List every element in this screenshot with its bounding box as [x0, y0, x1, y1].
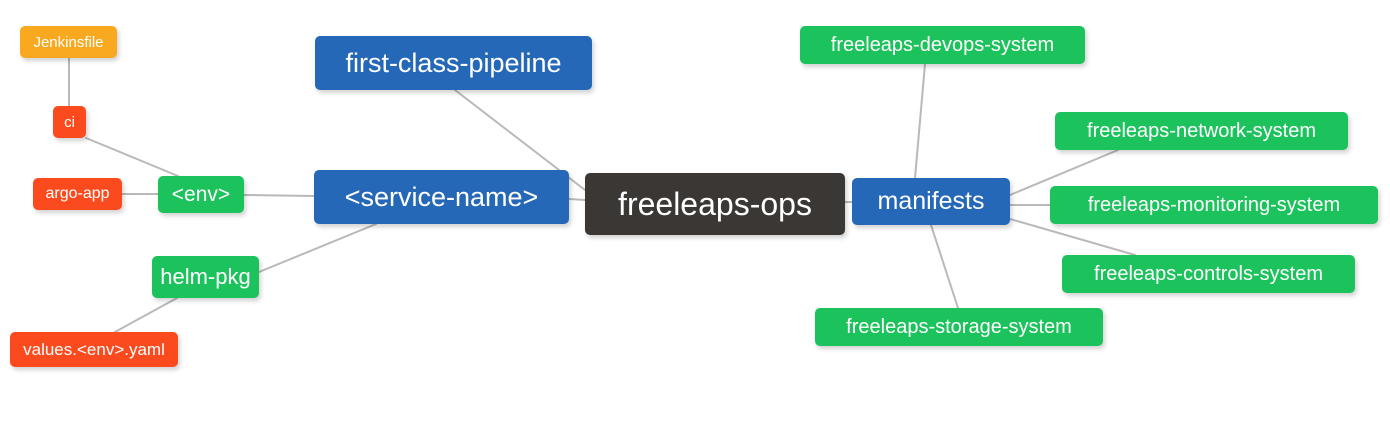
- mindmap-node-argo-app[interactable]: argo-app: [33, 178, 122, 210]
- mindmap-node-label: argo-app: [45, 185, 110, 202]
- mindmap-node-label: Jenkinsfile: [33, 33, 104, 51]
- mindmap-node-label: freeleaps-controls-system: [1094, 263, 1323, 285]
- mindmap-node-manifests[interactable]: manifests: [852, 178, 1010, 225]
- mindmap-node-label: <env>: [171, 183, 231, 206]
- mindmap-node-values-env-yaml[interactable]: values.<env>.yaml: [10, 332, 178, 367]
- edge-helm-pkg-to-values-env-yaml: [114, 297, 178, 333]
- mindmap-node-env[interactable]: <env>: [158, 176, 244, 213]
- mindmap-node-label: freeleaps-network-system: [1087, 120, 1316, 142]
- mindmap-node-first-class-pipeline[interactable]: first-class-pipeline: [315, 36, 592, 90]
- mindmap-node-label: ci: [64, 113, 75, 131]
- edge-service-name-to-helm-pkg: [258, 223, 377, 273]
- mindmap-node-label: freeleaps-storage-system: [846, 316, 1072, 338]
- mindmap-node-freeleaps-controls-system[interactable]: freeleaps-controls-system: [1062, 255, 1355, 293]
- mindmap-node-label: freeleaps-devops-system: [830, 34, 1055, 56]
- edge-service-name-to-env: [243, 194, 315, 197]
- edge-freeleaps-ops-to-service-name: [568, 198, 586, 201]
- mindmap-node-freeleaps-monitoring-system[interactable]: freeleaps-monitoring-system: [1050, 186, 1378, 224]
- mindmap-node-label: values.<env>.yaml: [23, 340, 165, 359]
- edge-env-to-ci: [85, 137, 179, 177]
- mindmap-node-freeleaps-network-system[interactable]: freeleaps-network-system: [1055, 112, 1348, 150]
- mindmap-node-helm-pkg[interactable]: helm-pkg: [152, 256, 259, 298]
- mindmap-node-label: <service-name>: [344, 181, 539, 212]
- mindmap-node-label: freeleaps-ops: [618, 186, 812, 222]
- mindmap-node-label: manifests: [877, 187, 985, 215]
- edge-manifests-to-freeleaps-controls-system: [1009, 218, 1136, 256]
- mindmap-node-service-name[interactable]: <service-name>: [314, 170, 569, 224]
- mindmap-node-ci[interactable]: ci: [53, 106, 86, 138]
- mindmap-node-freeleaps-storage-system[interactable]: freeleaps-storage-system: [815, 308, 1103, 346]
- edge-manifests-to-freeleaps-storage-system: [930, 224, 959, 309]
- mindmap-node-jenkinsfile[interactable]: Jenkinsfile: [20, 26, 117, 58]
- mindmap-node-freeleaps-devops-system[interactable]: freeleaps-devops-system: [800, 26, 1085, 64]
- mindmap-node-label: freeleaps-monitoring-system: [1087, 194, 1341, 216]
- edge-manifests-to-freeleaps-devops-system: [914, 63, 926, 179]
- mindmap-node-freeleaps-ops[interactable]: freeleaps-ops: [585, 173, 845, 235]
- mindmap-node-label: first-class-pipeline: [345, 47, 562, 78]
- mindmap-node-label: helm-pkg: [160, 264, 251, 289]
